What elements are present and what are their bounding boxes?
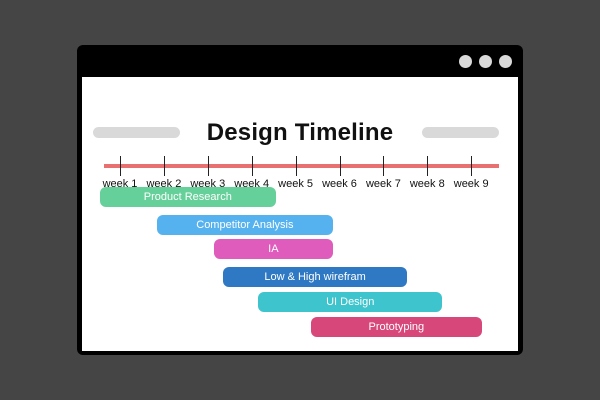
task-bar[interactable]: Product Research (100, 187, 276, 207)
window-titlebar (77, 45, 523, 77)
timeline-tick (207, 156, 209, 176)
placeholder-pill-left (93, 127, 180, 138)
timeline-tick (383, 156, 385, 176)
week-label: week 5 (278, 178, 314, 190)
timeline-tick (120, 156, 121, 176)
window-control-dot[interactable] (479, 55, 492, 68)
window-control-dot[interactable] (499, 55, 512, 68)
task-bar[interactable]: Prototyping (310, 317, 482, 337)
placeholder-pill-right (422, 127, 499, 138)
week-label: week 7 (365, 178, 401, 190)
timeline-tick (471, 156, 473, 176)
task-bar[interactable]: UI Design (258, 292, 443, 312)
week-label: week 6 (322, 178, 357, 190)
timeline-tick (295, 156, 297, 176)
week-label: week 8 (409, 178, 445, 190)
timeline-tick (339, 156, 341, 176)
task-bar[interactable]: Low & High wirefram (222, 267, 408, 287)
timeline-tick (163, 156, 165, 176)
window-control-dot[interactable] (459, 55, 472, 68)
task-bar[interactable]: Competitor Analysis (157, 215, 333, 235)
timeline-axis (104, 164, 499, 168)
week-label: week 9 (453, 178, 489, 190)
task-bar[interactable]: IA (214, 239, 333, 259)
page-title: Design Timeline (206, 119, 394, 146)
timeline-tick (427, 156, 429, 176)
timeline-tick (251, 156, 253, 176)
